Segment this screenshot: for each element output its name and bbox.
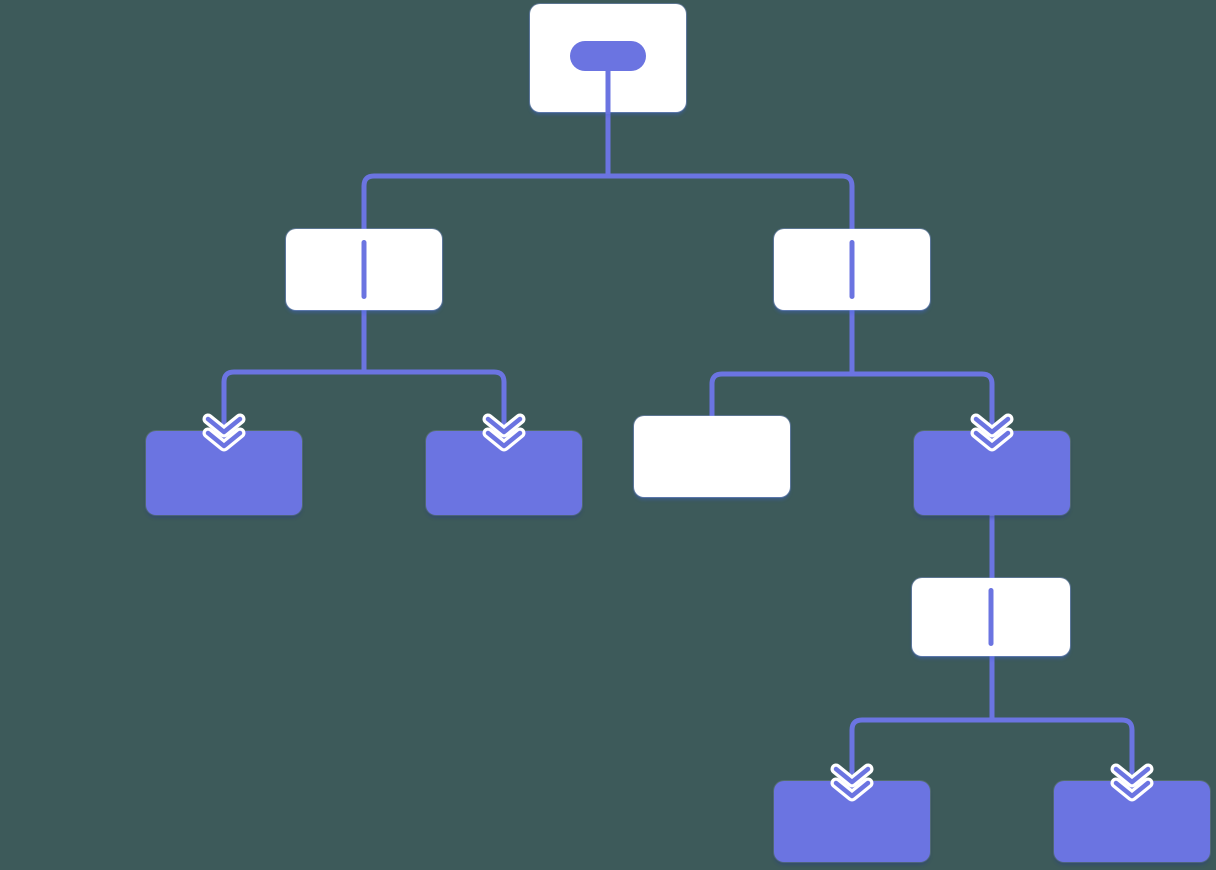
chevron-glyph — [202, 413, 246, 452]
pill-stem — [605, 68, 611, 114]
collapse-pill-icon[interactable] — [570, 41, 646, 71]
connector — [849, 717, 1135, 775]
divider-line-icon — [361, 239, 367, 300]
node-leaf-bottom-1[interactable] — [774, 763, 930, 862]
node-branch-right[interactable] — [774, 229, 930, 310]
node-leaf-left-1[interactable] — [146, 413, 302, 515]
chevron-glyph — [1110, 763, 1154, 802]
expand-chevron-icon[interactable] — [825, 763, 879, 803]
expand-chevron-icon[interactable] — [477, 413, 531, 453]
chevron-glyph — [830, 763, 874, 802]
node-branch-bottom[interactable] — [912, 578, 1070, 656]
expand-chevron-icon[interactable] — [965, 413, 1019, 453]
node-leaf-right-1[interactable] — [914, 413, 1070, 515]
chevron-glyph — [482, 413, 526, 452]
node-root[interactable] — [530, 4, 686, 114]
chevron-glyph — [970, 413, 1014, 452]
connector — [361, 173, 855, 233]
node-plain[interactable] — [634, 416, 790, 497]
divider-line-icon — [988, 588, 994, 646]
node-leaf-left-2[interactable] — [426, 413, 582, 515]
expand-chevron-icon[interactable] — [197, 413, 251, 453]
divider-line-icon — [849, 239, 855, 300]
connector — [709, 371, 995, 427]
node-branch-left[interactable] — [286, 229, 442, 310]
connector — [221, 369, 507, 427]
node-leaf-bottom-2[interactable] — [1054, 763, 1210, 862]
expand-chevron-icon[interactable] — [1105, 763, 1159, 803]
